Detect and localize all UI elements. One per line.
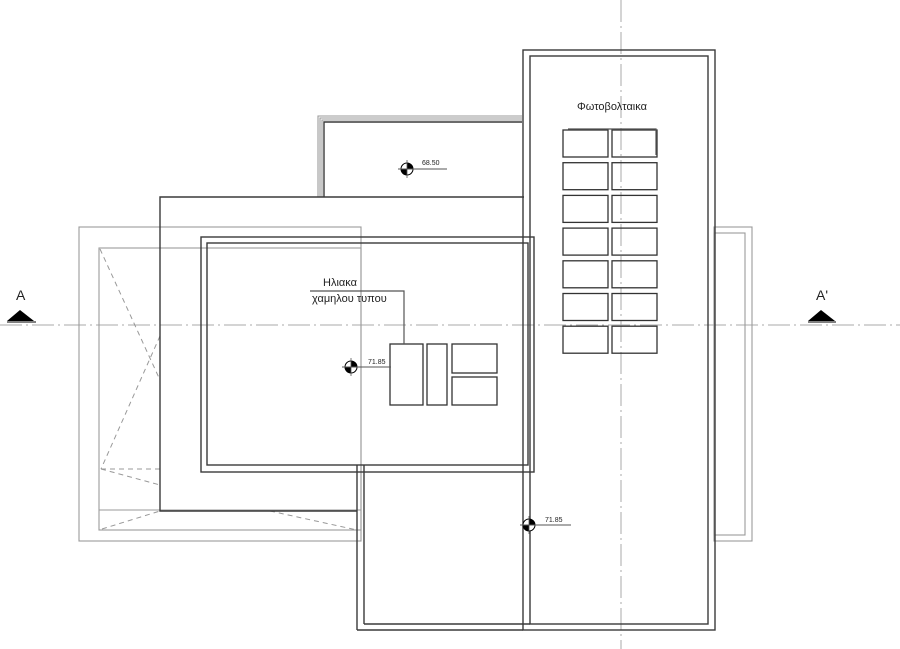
photovoltaics-label: Φωτοβολταικα	[577, 101, 648, 113]
pv-panel	[562, 129, 609, 158]
level-marker-71-85-lower	[520, 516, 571, 534]
pv-panels	[562, 129, 658, 354]
level-label-71-85-lower: 71.85	[545, 517, 563, 524]
pv-panel	[562, 227, 609, 256]
upper-roof-68-50	[317, 115, 522, 197]
pv-panel	[611, 129, 658, 158]
pv-panel	[562, 260, 609, 289]
pv-panel	[611, 162, 658, 191]
section-marker-left	[7, 310, 36, 323]
inner-roof	[200, 236, 535, 473]
right-lower-roof	[713, 226, 753, 542]
section-label-right: A'	[816, 287, 828, 303]
pv-panel	[562, 325, 609, 354]
solar-collectors	[310, 290, 498, 406]
solar-leader-line	[310, 290, 405, 344]
solar-collector	[426, 343, 448, 406]
section-label-left: A	[16, 287, 26, 303]
pv-panel	[611, 325, 658, 354]
right-tall-block	[356, 49, 716, 631]
level-label-71-85-mid: 71.85	[368, 359, 386, 366]
pv-panel	[562, 194, 609, 224]
solar-collector	[451, 376, 498, 406]
middle-block	[159, 196, 524, 512]
solar-label-line1: Ηλιακα	[323, 277, 358, 289]
level-marker-71-85-mid	[342, 358, 391, 376]
left-lower-roof	[78, 226, 362, 542]
solar-label-line2: χαμηλου τυπου	[312, 293, 387, 305]
solar-collector	[451, 343, 498, 374]
pv-leader-line	[568, 128, 657, 155]
pv-panel	[611, 260, 658, 289]
level-label-68-50: 68.50	[422, 160, 440, 167]
section-marker-right	[808, 310, 836, 323]
pv-panel	[562, 292, 609, 322]
level-marker-68-50	[398, 160, 447, 178]
pv-panel	[611, 292, 658, 322]
pv-panel	[611, 227, 658, 256]
pv-panel	[611, 194, 658, 224]
pv-panel	[562, 162, 609, 191]
solar-collector	[389, 343, 424, 406]
